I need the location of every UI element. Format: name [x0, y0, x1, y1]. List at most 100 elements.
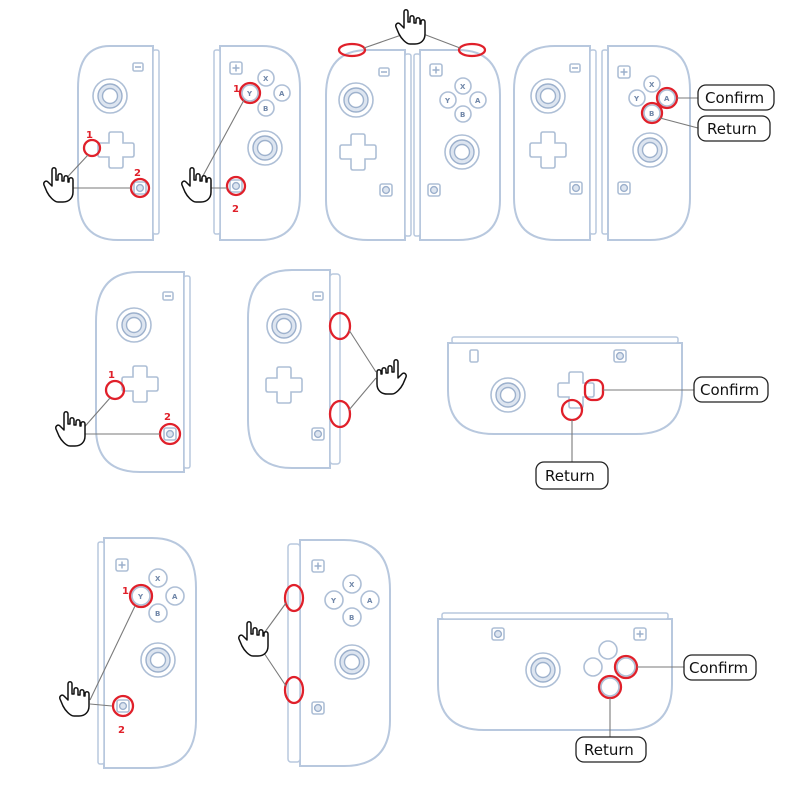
face-buttons: X Y A B [131, 568, 185, 623]
home-button-icon [617, 181, 631, 195]
analog-stick [266, 308, 302, 344]
button-x: X [263, 75, 269, 83]
plus-button [633, 627, 647, 641]
minus-button [378, 67, 390, 77]
highlight-sl [328, 311, 352, 341]
highlight-sr [328, 399, 352, 429]
home-button-icon [491, 627, 505, 641]
analog-stick [116, 307, 152, 343]
confirm-label: Confirm [705, 89, 764, 107]
confirm-callout: Confirm [697, 84, 775, 111]
highlight-sr [283, 675, 305, 705]
return-label: Return [584, 741, 634, 759]
confirm-label: Confirm [700, 381, 759, 399]
pointing-hand-icon [43, 167, 74, 203]
joycon-pair-top-buttons: X Y A B [325, 9, 501, 241]
pointing-hand-icon [181, 167, 212, 203]
highlight-right-top [457, 42, 487, 58]
step-1-label: 1 [108, 370, 115, 381]
analog-stick [334, 644, 370, 680]
analog-stick [525, 652, 561, 688]
button-x: X [649, 81, 655, 89]
left-controller-rail-buttons [247, 269, 407, 469]
face-buttons: X Y A B [628, 75, 676, 122]
highlight-step-2 [111, 694, 135, 718]
analog-stick [338, 82, 374, 118]
return-callout: Return [575, 736, 647, 763]
button-a: A [172, 593, 178, 601]
capture-button-icon [569, 181, 583, 195]
minus-button [312, 291, 324, 301]
step-1-label: 1 [86, 130, 93, 141]
analog-stick [92, 78, 128, 114]
analog-stick [632, 132, 668, 168]
button-b: B [460, 111, 465, 119]
pointing-hand-icon [376, 359, 407, 395]
face-buttons: X Y A B [324, 574, 380, 627]
button-y: Y [137, 593, 144, 601]
home-button-icon [116, 699, 130, 713]
horizontal-left-controller: Confirm Return [447, 336, 769, 490]
step-2-label: 2 [134, 168, 141, 179]
button-a: A [664, 95, 670, 103]
button-x: X [349, 581, 355, 589]
pointing-hand-icon [238, 621, 269, 657]
confirm-callout: Confirm [683, 654, 757, 681]
button-a: A [367, 597, 373, 605]
minus-button [569, 63, 581, 73]
home-button-icon [311, 701, 325, 715]
step-1-label: 1 [122, 586, 129, 597]
step-2-label: 2 [232, 204, 239, 215]
highlight-sl [283, 583, 305, 613]
plus-button [115, 558, 129, 572]
button-y: Y [444, 97, 451, 105]
button-b: B [155, 610, 160, 618]
horizontal-right-controller: Confirm Return [437, 612, 757, 763]
capture-button-icon [133, 181, 147, 195]
button-b: B [649, 110, 654, 118]
return-label: Return [545, 467, 595, 485]
step-2-label: 2 [164, 412, 171, 423]
button-x: X [155, 575, 161, 583]
return-callout: Return [697, 115, 771, 142]
analog-stick [140, 642, 176, 678]
confirm-callout: Confirm [693, 376, 769, 403]
button-y: Y [330, 597, 337, 605]
analog-stick [247, 130, 283, 166]
pointing-hand-icon [55, 411, 86, 447]
right-controller-sync-large: X Y A B 1 2 [59, 537, 197, 769]
face-buttons: X Y A B [439, 77, 487, 123]
plus-button [617, 65, 631, 79]
button-x: X [460, 83, 466, 91]
highlight-step-1 [128, 583, 154, 609]
right-controller-rail-buttons: X Y A B [238, 539, 391, 767]
analog-stick [530, 78, 566, 114]
joycon-pair-confirm-return: X Y A B Confirm Return [513, 45, 775, 241]
plus-button [229, 61, 243, 75]
plus-button [429, 63, 443, 77]
button-b: B [349, 614, 354, 622]
button-y: Y [246, 90, 253, 98]
home-button-icon [229, 179, 243, 193]
return-label: Return [707, 120, 757, 138]
plus-button [311, 559, 325, 573]
pointing-hand-icon [395, 9, 426, 45]
highlight-step-1 [238, 81, 262, 105]
capture-button-icon [379, 183, 393, 197]
highlight-step-1 [82, 138, 102, 158]
home-button-icon [427, 183, 441, 197]
analog-stick [490, 377, 526, 413]
minus-button [162, 291, 174, 301]
face-buttons [583, 640, 636, 697]
button-a: A [475, 97, 481, 105]
highlight-step-2 [225, 175, 247, 197]
minus-button [469, 349, 479, 363]
highlight-return [640, 101, 664, 125]
capture-button-icon [311, 427, 325, 441]
step-2-label: 2 [118, 725, 125, 736]
analog-stick [444, 134, 480, 170]
step-1-label: 1 [233, 84, 240, 95]
capture-button-icon [163, 427, 177, 441]
minus-button [132, 62, 144, 72]
